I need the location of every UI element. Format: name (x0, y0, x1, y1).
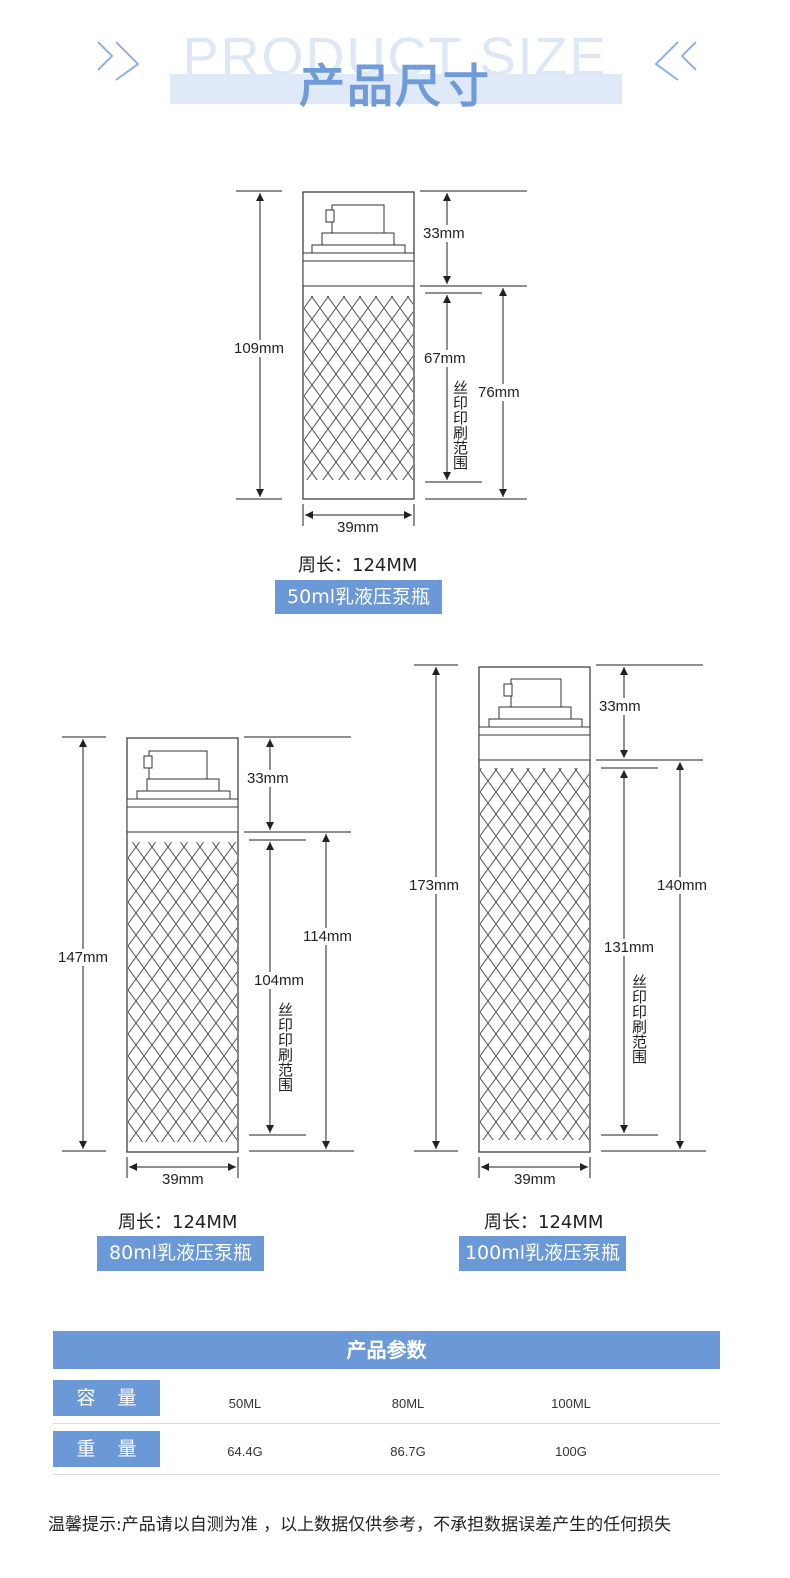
product-label-80ml: 80ml乳液压泵瓶 (97, 1236, 264, 1271)
cell-weight-80: 86.7G (390, 1444, 426, 1459)
dim-50-body: 76mm (476, 384, 522, 401)
table-divider (53, 1423, 720, 1424)
chevrons-right-icon (97, 41, 140, 81)
dim-50-cap: 33mm (421, 225, 467, 242)
dim-50-print: 67mm (422, 350, 468, 367)
print-range-100: 丝印印刷范围 (630, 972, 648, 1066)
dim-80-print: 104mm (252, 972, 307, 989)
chevrons-left-icon (654, 41, 697, 81)
cell-weight-100: 100G (555, 1444, 587, 1459)
print-range-80: 丝印印刷范围 (276, 1000, 294, 1094)
params-title: 产品参数 (53, 1331, 720, 1369)
row-label-weight: 重量 (53, 1431, 160, 1467)
disclaimer-note: 温馨提示:产品请以自测为准 ，以上数据仅供参考，不承担数据误差产生的任何损失 (48, 1515, 672, 1535)
dim-100-print: 131mm (602, 939, 657, 956)
circumference-50: 周长：124MM (298, 555, 418, 576)
table-divider (53, 1474, 720, 1475)
dim-100-total: 173mm (407, 877, 462, 894)
cell-capacity-100: 100ML (551, 1396, 591, 1411)
dim-80-width: 39mm (160, 1171, 206, 1188)
product-label-50ml: 50ml乳液压泵瓶 (275, 580, 442, 614)
dim-100-cap: 33mm (597, 698, 643, 715)
dim-100-width: 39mm (512, 1171, 558, 1188)
circumference-100: 周长：124MM (484, 1212, 604, 1233)
cell-capacity-50: 50ML (228, 1396, 262, 1411)
row-label-capacity: 容量 (53, 1380, 160, 1416)
circumference-80: 周长：124MM (118, 1212, 238, 1233)
dim-80-total: 147mm (56, 949, 111, 966)
dim-50-total: 109mm (232, 340, 287, 357)
dim-80-body: 114mm (301, 928, 354, 945)
cell-weight-50: 64.4G (227, 1444, 263, 1459)
title-highlight-bar (170, 74, 622, 104)
dim-80-cap: 33mm (245, 770, 291, 787)
print-range-50: 丝印印刷范围 (451, 378, 469, 472)
page-title: 产品尺寸 (299, 59, 491, 113)
bottle-100ml-drawing (414, 664, 706, 1178)
bottle-diagrams (62, 190, 706, 1178)
dim-100-body: 140mm (655, 877, 710, 894)
dim-50-width: 39mm (335, 519, 381, 536)
bottle-50ml-drawing (236, 190, 527, 526)
product-label-100ml: 100ml乳液压泵瓶 (459, 1236, 626, 1271)
cell-capacity-80: 80ML (391, 1396, 425, 1411)
bottle-80ml-drawing (62, 736, 354, 1178)
